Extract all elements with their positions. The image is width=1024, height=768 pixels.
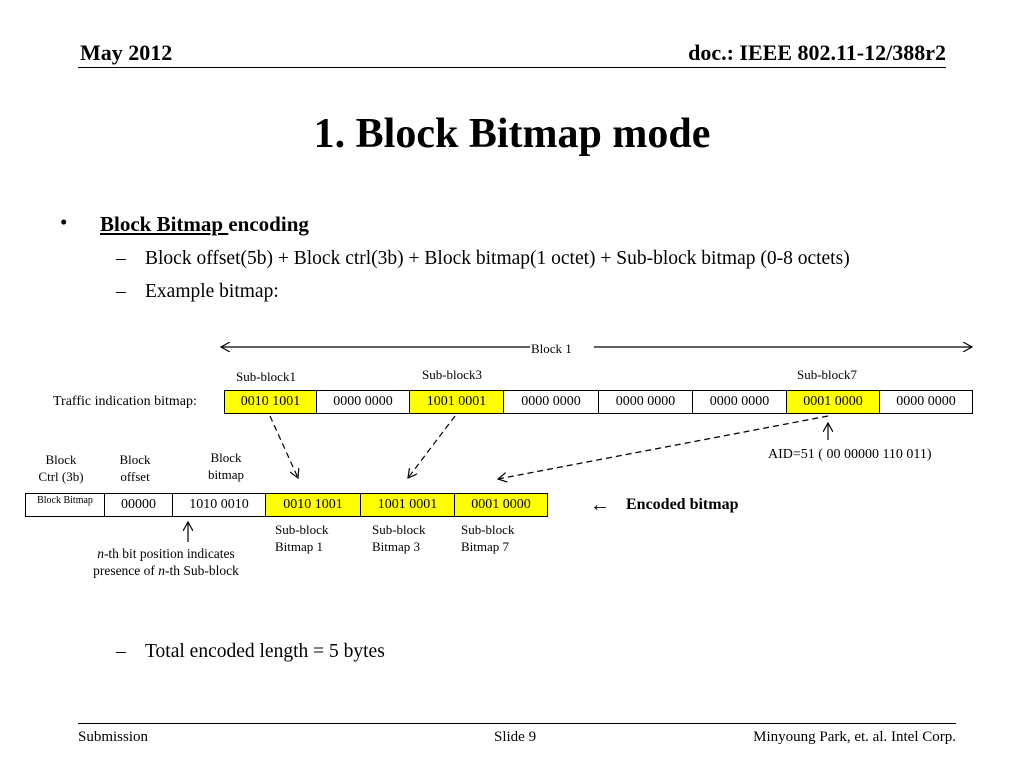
sub-block-bitmap-1-line2: Bitmap 1: [275, 539, 324, 554]
block-offset-header-line1: Block: [119, 452, 151, 467]
header-date: May 2012: [80, 40, 173, 65]
traffic-cell: 0000 0000: [503, 390, 599, 414]
block-offset-header: Block offset: [105, 451, 165, 485]
encoded-cell-offset: 00000: [104, 493, 173, 517]
sub-block-bitmap-3-line2: Bitmap 3: [372, 539, 421, 554]
header-rule: [78, 67, 946, 68]
block-ctrl-header: Block Ctrl (3b): [30, 451, 92, 485]
traffic-cell: 0000 0000: [598, 390, 693, 414]
traffic-cell: 0000 0000: [316, 390, 410, 414]
nth-italic-1: n: [97, 546, 104, 561]
block-ctrl-header-line2: Ctrl (3b): [38, 469, 84, 484]
traffic-cell: 0001 0000: [786, 390, 880, 414]
sub-block-bitmap-3-line1: Sub-block: [372, 522, 426, 537]
sub-bullet-length: Total encoded length = 5 bytes: [145, 641, 385, 662]
sub-block-bitmap-3-label: Sub-block Bitmap 3: [372, 521, 425, 555]
block-1-label: Block 1: [531, 341, 572, 356]
bullet-dot: •: [60, 210, 68, 234]
encoded-cell-subblock-3: 1001 0001: [360, 493, 455, 517]
header-doc-id: doc.: IEEE 802.11-12/388r2: [688, 40, 946, 65]
block-bitmap-header-line1: Block: [210, 450, 242, 465]
sub-block-1-label: Sub-block1: [236, 369, 296, 384]
traffic-cell: 0000 0000: [692, 390, 787, 414]
traffic-cell: 0010 1001: [224, 390, 317, 414]
block-bitmap-header: Block bitmap: [196, 449, 256, 483]
footer-rule: [78, 723, 956, 724]
encoded-arrow-icon: ←: [590, 494, 610, 516]
sub-block-3-label: Sub-block3: [422, 367, 482, 382]
footer-author: Minyoung Park, et. al. Intel Corp.: [753, 729, 956, 745]
sub-block-bitmap-1-label: Sub-block Bitmap 1: [275, 521, 328, 555]
block-offset-header-line2: offset: [120, 469, 150, 484]
traffic-cell: 0000 0000: [879, 390, 973, 414]
encoded-bitmap-label: Encoded bitmap: [626, 496, 739, 513]
footer-slide-number: Slide 9: [494, 729, 537, 745]
footer-submission: Submission: [78, 729, 149, 745]
bullet-main-rest: encoding: [228, 212, 309, 236]
traffic-cell: 1001 0001: [409, 390, 504, 414]
nth-italic-2: n: [158, 563, 166, 578]
traffic-bitmap-label: Traffic indication bitmap:: [53, 394, 197, 409]
nth-bit-note-line1: n-th bit position indicates: [70, 545, 262, 562]
sub-block-7-label: Sub-block7: [797, 367, 857, 382]
block-ctrl-header-line1: Block: [45, 452, 77, 467]
aid-label: AID=51 ( 00 00000 110 011): [768, 447, 932, 462]
slide-title: 1. Block Bitmap mode: [313, 111, 711, 157]
encoded-cell-block-bitmap: Block Bitmap: [25, 493, 105, 517]
nth-bit-note: n-th bit position indicates presence of …: [70, 545, 262, 579]
sub-bullet-format: Block offset(5b) + Block ctrl(3b) + Bloc…: [145, 248, 850, 269]
bullet-main-underlined: Block Bitmap: [100, 212, 229, 236]
sub-dash-1: –: [116, 248, 126, 269]
bullet-main: Block Bitmap encoding: [100, 212, 309, 237]
encoded-cell-subblock-7: 0001 0000: [454, 493, 548, 517]
nth-text-1: -th bit position indicates: [103, 546, 235, 561]
sub-dash-3: –: [116, 641, 126, 662]
sub-block-bitmap-7-line1: Sub-block: [461, 522, 515, 537]
sub-block-bitmap-7-line2: Bitmap 7: [461, 539, 510, 554]
nth-bit-note-line2: presence of n-th Sub-block: [70, 562, 262, 579]
nth-text-2b: -th Sub-block: [165, 563, 239, 578]
encoded-cell-block-bitmap-value: 1010 0010: [172, 493, 266, 517]
nth-text-2a: presence of: [93, 563, 159, 578]
encoded-cell-subblock-1: 0010 1001: [265, 493, 361, 517]
sub-block-bitmap-1-line1: Sub-block: [275, 522, 329, 537]
block-bitmap-header-line2: bitmap: [207, 467, 245, 482]
sub-bullet-example: Example bitmap:: [145, 281, 279, 302]
sub-dash-2: –: [116, 281, 126, 302]
sub-block-bitmap-7-label: Sub-block Bitmap 7: [461, 521, 514, 555]
